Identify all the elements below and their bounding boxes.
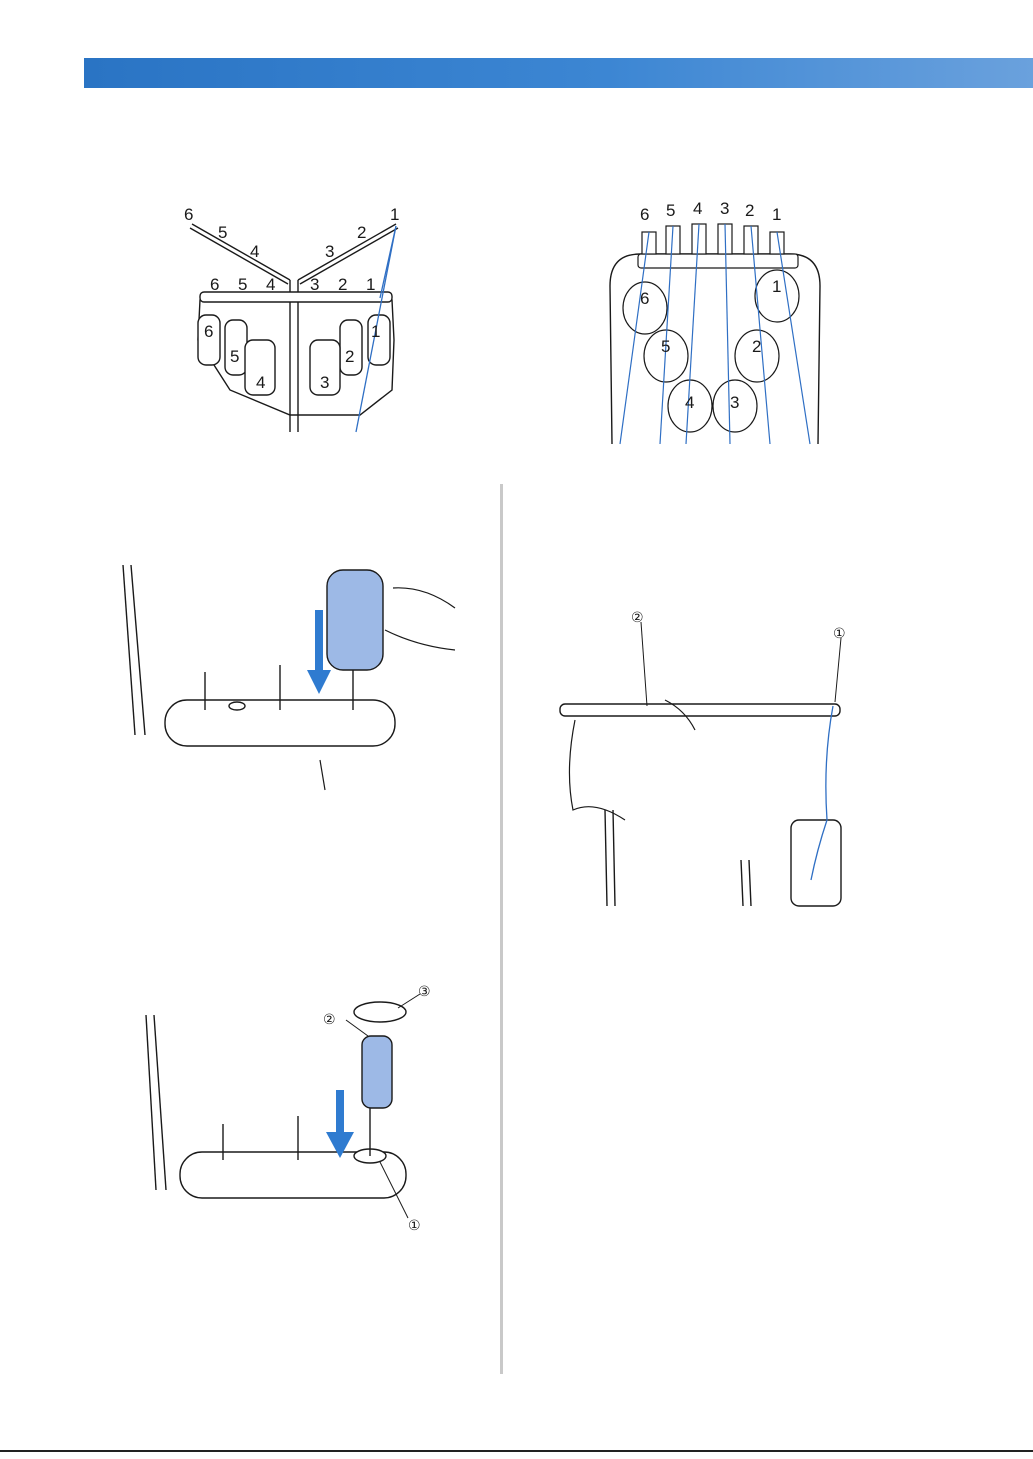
footer-rule — [0, 1450, 1033, 1452]
bar-label-5: 5 — [218, 223, 227, 242]
bar-lower-label-1: 1 — [366, 275, 375, 294]
place-spool-figure — [105, 560, 465, 790]
stand-spool-5: 5 — [661, 337, 670, 356]
callout-1: ① — [833, 626, 846, 642]
bar-lower-label-2: 2 — [338, 275, 347, 294]
spool-label-6: 6 — [204, 322, 213, 341]
spool-label-2: 2 — [345, 347, 354, 366]
bar-label-6: 6 — [184, 205, 193, 224]
bar-label-3: 3 — [325, 242, 334, 261]
callout-3: ③ — [418, 984, 431, 1000]
thread-bar-figure: ② ① — [555, 610, 875, 906]
guide-label-6: 6 — [640, 205, 649, 224]
bar-lower-label-3: 3 — [310, 275, 319, 294]
guide-label-2: 2 — [745, 201, 754, 220]
bar-lower-label-6: 6 — [210, 275, 219, 294]
callout-1: ① — [408, 1218, 421, 1234]
guide-label-4: 4 — [693, 199, 702, 218]
spool-label-4: 4 — [256, 373, 265, 392]
guide-label-1: 1 — [772, 205, 781, 224]
guide-label-5: 5 — [666, 201, 675, 220]
bar-label-2: 2 — [357, 223, 366, 242]
stand-spool-3: 3 — [730, 393, 739, 412]
spool-stand-figure: 6 5 4 3 2 1 1 2 3 4 5 6 — [600, 196, 830, 444]
spool-label-1: 1 — [371, 322, 380, 341]
header-bar — [84, 58, 1033, 88]
stand-spool-4: 4 — [685, 393, 694, 412]
spool-label-5: 5 — [230, 347, 239, 366]
bar-label-4: 4 — [250, 242, 259, 261]
spool-cap-figure: ① ② ③ — [118, 980, 440, 1232]
bar-label-1: 1 — [390, 205, 399, 224]
callout-2: ② — [323, 1012, 336, 1028]
bar-lower-label-5: 5 — [238, 275, 247, 294]
stand-spool-1: 1 — [772, 277, 781, 296]
callout-2: ② — [631, 610, 644, 626]
guide-label-3: 3 — [720, 199, 729, 218]
bar-lower-label-4: 4 — [266, 275, 275, 294]
column-divider — [500, 484, 503, 1374]
stand-spool-6: 6 — [640, 289, 649, 308]
thread-guide-figure: 6 5 4 3 2 1 6 5 4 3 2 1 6 5 4 3 2 1 — [170, 200, 420, 432]
spool-label-3: 3 — [320, 373, 329, 392]
stand-spool-2: 2 — [752, 337, 761, 356]
